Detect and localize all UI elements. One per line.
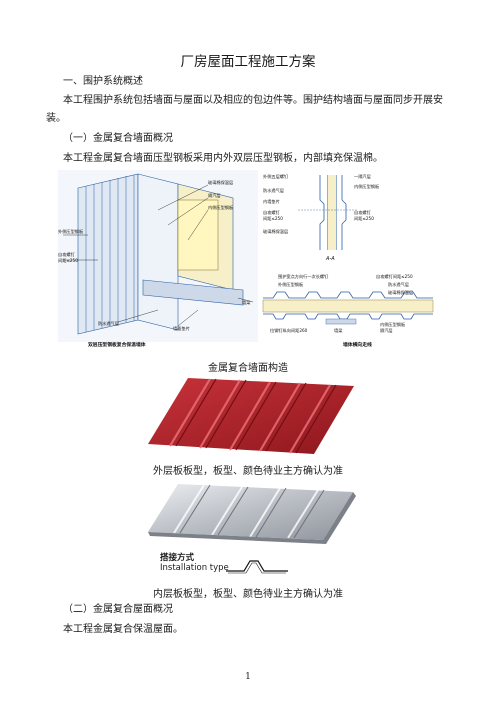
label-support-strip: 墙面垫片	[173, 325, 190, 332]
installation-type-en: Installation type	[160, 563, 229, 573]
installation-type-legend: 搭接方式 Installation type	[160, 550, 300, 580]
label-a-screw2: 自攻螺钉	[354, 209, 372, 216]
section1-paragraph-line1: 本工程围护系统包括墙面与屋面以及相应的包边件等。围护结构墙面与屋面同步开展安	[63, 95, 443, 106]
wall-construction-diagram: 玻璃棉保温层 隔汽层 内侧压型钢板 外侧压型钢板 自攻螺钉 间距≤250 防水透…	[58, 170, 434, 348]
label-a-glass: 玻璃棉保温层	[263, 228, 288, 235]
label-inner-sheet: 内侧压型钢板	[208, 204, 234, 211]
section1-paragraph-line2: 装。	[46, 113, 66, 124]
subsection1-heading: （一）金属复合墙面概况	[63, 133, 173, 144]
figure1-caption: 金属复合墙面构造	[208, 363, 288, 374]
installation-type-cn: 搭接方式	[160, 553, 195, 563]
page-title: 厂房屋面工程施工方案	[180, 54, 316, 70]
section-mark: A-A	[325, 256, 335, 262]
label-a-waterproof: 防水透气层	[263, 187, 284, 194]
label-b-outer: 外侧压型钢板	[278, 281, 304, 288]
label-screw-spacing: 间距≤250	[58, 257, 78, 264]
label-a-inner-sheet: 内侧压型钢板	[354, 183, 380, 190]
overlap-profile-icon	[226, 560, 288, 574]
label-vapor-barrier: 隔汽层	[208, 192, 221, 199]
label-a-outer-bolt: 外侧五层螺钉	[263, 173, 289, 180]
label-a-spacing2: 间距≤250	[354, 215, 374, 222]
figure3-caption: 内层板板型，板型、颜色待业主方确认为准	[153, 589, 343, 600]
subsection2-paragraph: 本工程金属复合保温屋面。	[63, 624, 183, 635]
label-b-vapor: 隔汽层	[380, 327, 393, 334]
label-outer-sheet: 外侧压型钢板	[58, 228, 84, 235]
label-glass-wool: 玻璃棉保温层	[208, 179, 233, 186]
page-number: 1	[245, 672, 251, 682]
label-b-bottom-left: 拉铆钉纵向间距260	[270, 327, 308, 334]
label-column: 墙梁	[242, 299, 251, 306]
subsection2-heading: （二）金属复合屋面概况	[63, 604, 173, 615]
label-screw: 自攻螺钉	[58, 251, 76, 258]
label-b-glass: 玻璃棉保温层	[388, 289, 413, 296]
section-a-a-drawing: A-A 外侧五层螺钉 防水透气层 内墙垫片 自攻螺钉 间距≤250 玻璃棉保温层…	[263, 173, 380, 262]
label-b-top-left: 围护宽点方向行一次长螺钉	[278, 273, 329, 280]
red-outer-panel-image	[148, 378, 354, 454]
isometric-wall-drawing: 玻璃棉保温层 隔汽层 内侧压型钢板 外侧压型钢板 自攻螺钉 间距≤250 防水透…	[58, 170, 258, 348]
silver-inner-panel-image	[148, 484, 356, 544]
label-a-strip: 内墙垫片	[263, 198, 280, 205]
horizontal-section-drawing: 围护宽点方向行一次长螺钉 自攻螺钉间距≤250 外侧压型钢板 防水透气层 玻璃棉…	[262, 273, 434, 348]
section1-heading: 一、围护系统概述	[63, 76, 143, 87]
label-b-bottom-mid: 墙梁	[334, 327, 343, 334]
label-b-waterproof: 防水透气层	[388, 281, 409, 288]
label-a-spacing: 间距≤250	[263, 215, 283, 222]
right-diagram-caption: 墙体横向走线	[343, 341, 372, 348]
subsection1-paragraph: 本工程金属复合墙面压型钢板采用内外双层压型钢板，内部填充保温棉。	[63, 153, 383, 164]
label-a-screw: 自攻螺钉	[263, 209, 281, 216]
label-b-top-right: 自攻螺钉间距≤250	[376, 273, 413, 280]
label-b-inner: 内侧压型钢板	[380, 321, 406, 328]
left-diagram-caption: 双层压型钢板复合保温墙体	[88, 341, 146, 348]
label-waterproof: 防水透气层	[98, 320, 119, 327]
figure2-caption: 外层板板型，板型、颜色待业主方确认为准	[153, 466, 343, 477]
label-a-vapor: 一隔汽层	[354, 173, 371, 180]
